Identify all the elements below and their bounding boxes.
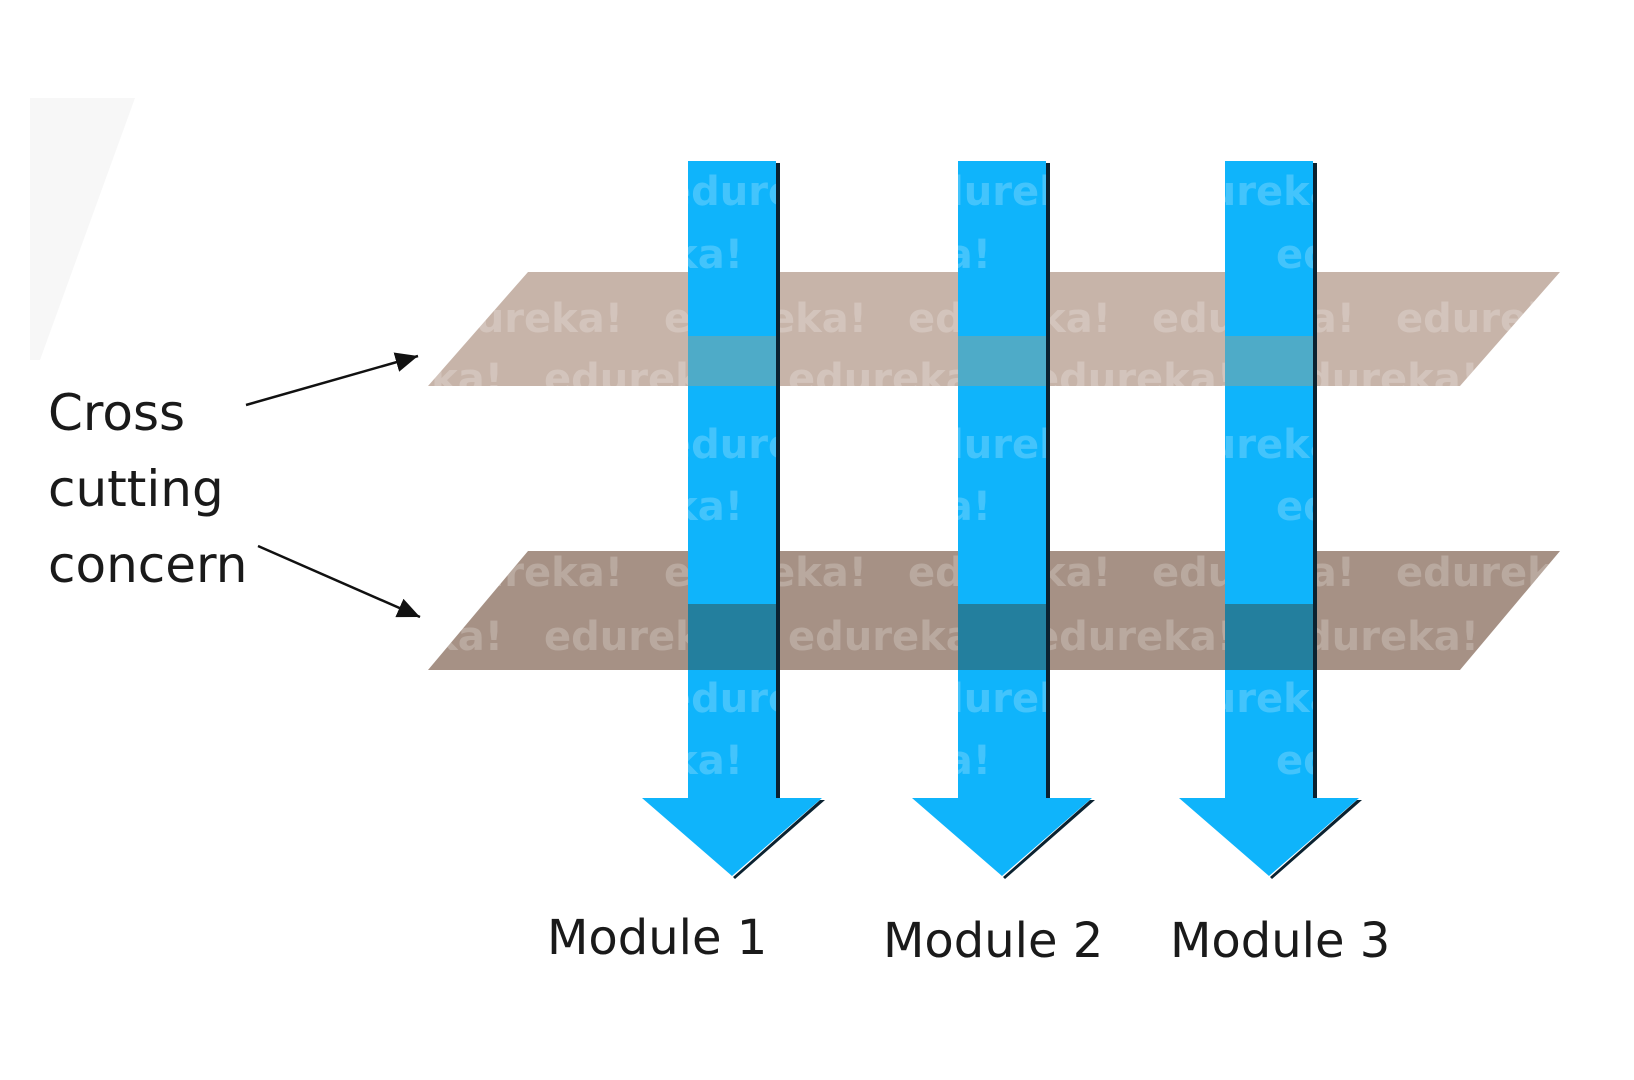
- watermark-text: edureka!: [1032, 356, 1235, 402]
- watermark-text: edureka!: [540, 738, 743, 784]
- watermark-text: edureka!: [788, 356, 991, 402]
- arrow-shadow: [1229, 163, 1362, 879]
- module-label-2: Module 2: [883, 913, 1103, 969]
- overlap-lower-2: [958, 604, 1046, 670]
- watermark-text: edureka!: [540, 484, 743, 530]
- overlap-upper-1: [688, 336, 776, 386]
- arrow-watermark-1: edureka! edureka! edureka! edureka! edur…: [540, 169, 867, 784]
- concern-label-line: Cross: [48, 384, 185, 442]
- watermark-text: edureka!: [1276, 232, 1479, 278]
- arrow-body: [912, 161, 1092, 876]
- module-arrow-3: [1179, 161, 1362, 879]
- arrow-shadow: [692, 163, 825, 879]
- arrow-watermark-3: edureka! edureka! edureka! edureka! edur…: [1152, 169, 1479, 784]
- concern-label-line: cutting: [48, 460, 224, 518]
- watermark-text: edureka!: [1152, 676, 1355, 722]
- watermark-text: edureka!: [908, 676, 1111, 722]
- overlap-lower-1: [688, 604, 776, 670]
- overlap-upper-2: [958, 336, 1046, 386]
- arrow-shadow: [962, 163, 1095, 879]
- watermark-text: edureka!: [1032, 614, 1235, 660]
- watermark-text: edureka!: [664, 676, 867, 722]
- watermark-text: edureka!: [788, 232, 991, 278]
- concern-label: Cross cutting concern: [48, 384, 247, 594]
- module-arrow-1: [642, 161, 825, 879]
- overlap-upper-3: [1225, 336, 1313, 386]
- concern-label-line: concern: [48, 536, 247, 594]
- arrow-body: [1179, 161, 1359, 876]
- watermark-text: edureka!: [420, 550, 623, 596]
- module-label-3: Module 3: [1170, 913, 1390, 969]
- watermark-text: edureka!: [300, 614, 503, 660]
- watermark-text: edureka!: [420, 296, 623, 342]
- watermark-text: edureka!: [540, 232, 743, 278]
- watermark-text: edureka!: [788, 614, 991, 660]
- arrow-watermark-2: edureka! edureka! edureka! edureka! edur…: [788, 169, 1111, 784]
- overlap-lower-3: [1225, 604, 1313, 670]
- watermark-text: edureka!: [788, 738, 991, 784]
- module-label-1: Module 1: [547, 910, 767, 966]
- pointer-arrow-upper: [245, 352, 419, 407]
- arrow-body: [642, 161, 822, 876]
- module-arrow-2: [912, 161, 1095, 879]
- watermark-text: edureka!: [300, 356, 503, 402]
- watermark-text: edureka!: [1152, 169, 1355, 215]
- watermark-text: edureka!: [664, 169, 867, 215]
- watermark-text: edureka!: [788, 484, 991, 530]
- watermark-text: edureka!: [664, 422, 867, 468]
- watermark-text: edureka!: [908, 169, 1111, 215]
- corner-artifact: [30, 98, 135, 360]
- watermark-text: edureka!: [1396, 550, 1599, 596]
- pointer-arrow-lower: [257, 544, 421, 619]
- watermark-text: edureka!: [1152, 422, 1355, 468]
- watermark-text: edureka!: [1276, 738, 1479, 784]
- watermark-text: edureka!: [1396, 296, 1599, 342]
- watermark-text: edureka!: [1276, 484, 1479, 530]
- watermark-text: edureka!: [908, 422, 1111, 468]
